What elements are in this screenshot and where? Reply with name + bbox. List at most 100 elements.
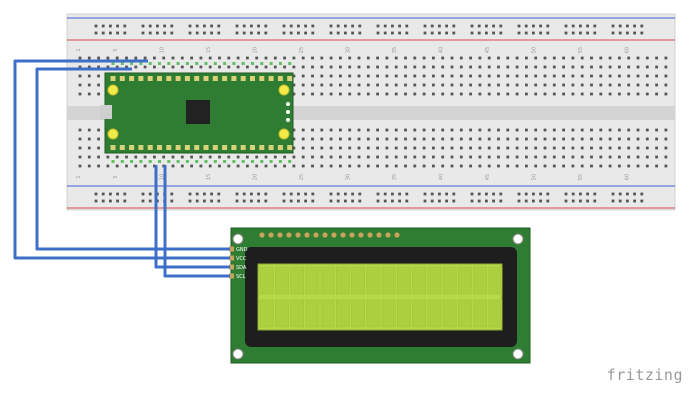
grid-hole bbox=[506, 155, 510, 159]
lcd-cell bbox=[336, 299, 350, 328]
rail-hole bbox=[188, 199, 192, 203]
grid-hole bbox=[543, 92, 547, 96]
grid-hole bbox=[301, 83, 305, 87]
grid-hole bbox=[525, 65, 528, 69]
grid-hole bbox=[571, 137, 575, 141]
mcu-row-highlight bbox=[185, 62, 189, 65]
grid-hole bbox=[525, 83, 528, 87]
lcd-cell bbox=[458, 299, 472, 328]
rail-hole bbox=[452, 199, 456, 203]
lcd-header-pad bbox=[304, 232, 310, 238]
mcu-row-highlight bbox=[204, 160, 208, 163]
grid-hole bbox=[162, 65, 166, 69]
mcu-row-highlight bbox=[148, 62, 152, 65]
grid-hole bbox=[441, 74, 445, 78]
rail-hole bbox=[109, 31, 112, 35]
mcu-pin-bottom bbox=[175, 145, 181, 150]
rail-hole bbox=[618, 24, 622, 28]
grid-hole bbox=[534, 65, 538, 69]
rail-hole bbox=[304, 192, 307, 196]
mcu-pin-bottom bbox=[157, 145, 162, 150]
grid-hole bbox=[571, 56, 575, 60]
rail-hole bbox=[470, 192, 474, 196]
grid-hole bbox=[506, 65, 510, 69]
mcu-pad bbox=[286, 110, 290, 114]
grid-hole bbox=[78, 146, 82, 150]
grid-hole bbox=[645, 92, 649, 96]
grid-hole bbox=[301, 56, 305, 60]
grid-hole bbox=[608, 164, 612, 168]
wire-sda bbox=[154, 165, 230, 269]
grid-hole bbox=[394, 137, 398, 141]
grid-hole bbox=[534, 146, 538, 150]
rail-hole bbox=[564, 31, 568, 35]
column-label: 1 bbox=[76, 48, 82, 51]
grid-hole bbox=[385, 56, 389, 60]
rail-hole bbox=[571, 24, 575, 28]
grid-hole bbox=[543, 56, 547, 60]
grid-hole bbox=[562, 146, 565, 150]
grid-hole bbox=[459, 92, 463, 96]
rail-hole bbox=[524, 31, 528, 35]
grid-hole bbox=[394, 155, 398, 159]
lcd-cell bbox=[488, 266, 503, 295]
grid-hole bbox=[171, 65, 175, 69]
rail-hole bbox=[195, 24, 199, 28]
grid-hole bbox=[227, 65, 231, 69]
grid-hole bbox=[78, 83, 82, 87]
rail-hole bbox=[430, 192, 434, 196]
grid-hole bbox=[339, 137, 342, 141]
grid-hole bbox=[618, 74, 621, 78]
grid-hole bbox=[497, 74, 500, 78]
rail-hole bbox=[383, 199, 387, 203]
grid-hole bbox=[441, 155, 445, 159]
grid-hole bbox=[552, 164, 556, 168]
grid-hole bbox=[180, 56, 184, 60]
rail-hole bbox=[210, 199, 213, 203]
lcd-header-pad bbox=[322, 232, 328, 238]
rail-hole bbox=[217, 24, 221, 28]
grid-hole bbox=[655, 164, 658, 168]
grid-hole bbox=[590, 164, 593, 168]
rail-hole bbox=[423, 24, 427, 28]
lcd-cell bbox=[351, 266, 365, 295]
grid-hole bbox=[394, 92, 398, 96]
grid-hole bbox=[580, 65, 584, 69]
grid-hole bbox=[618, 83, 621, 87]
grid-hole bbox=[432, 146, 435, 150]
rail-hole bbox=[257, 199, 260, 203]
rail-hole bbox=[235, 192, 239, 196]
grid-hole bbox=[357, 74, 361, 78]
grid-hole bbox=[608, 56, 612, 60]
grid-hole bbox=[497, 137, 500, 141]
grid-hole bbox=[273, 56, 277, 60]
rail-hole bbox=[564, 199, 568, 203]
lcd-header-pad bbox=[268, 232, 274, 238]
grid-hole bbox=[525, 56, 528, 60]
rail-hole bbox=[210, 31, 213, 35]
grid-hole bbox=[357, 56, 361, 60]
grid-hole bbox=[571, 65, 575, 69]
rail-hole bbox=[640, 24, 644, 28]
rail-hole bbox=[546, 31, 550, 35]
grid-hole bbox=[627, 65, 631, 69]
rail-hole bbox=[423, 192, 427, 196]
grid-hole bbox=[376, 146, 379, 150]
grid-hole bbox=[552, 137, 556, 141]
grid-hole bbox=[376, 83, 379, 87]
rail-hole bbox=[289, 199, 293, 203]
grid-hole bbox=[497, 92, 500, 96]
rail-hole bbox=[109, 199, 112, 203]
column-label: 30 bbox=[346, 174, 352, 180]
grid-hole bbox=[515, 56, 519, 60]
grid-hole bbox=[441, 83, 445, 87]
rail-hole bbox=[532, 192, 535, 196]
grid-hole bbox=[413, 56, 417, 60]
rail-hole bbox=[170, 199, 174, 203]
rail-hole bbox=[376, 24, 380, 28]
column-label: 5 bbox=[113, 175, 119, 178]
grid-hole bbox=[236, 65, 240, 69]
grid-hole bbox=[627, 56, 631, 60]
mcu-row-highlight bbox=[223, 62, 227, 65]
